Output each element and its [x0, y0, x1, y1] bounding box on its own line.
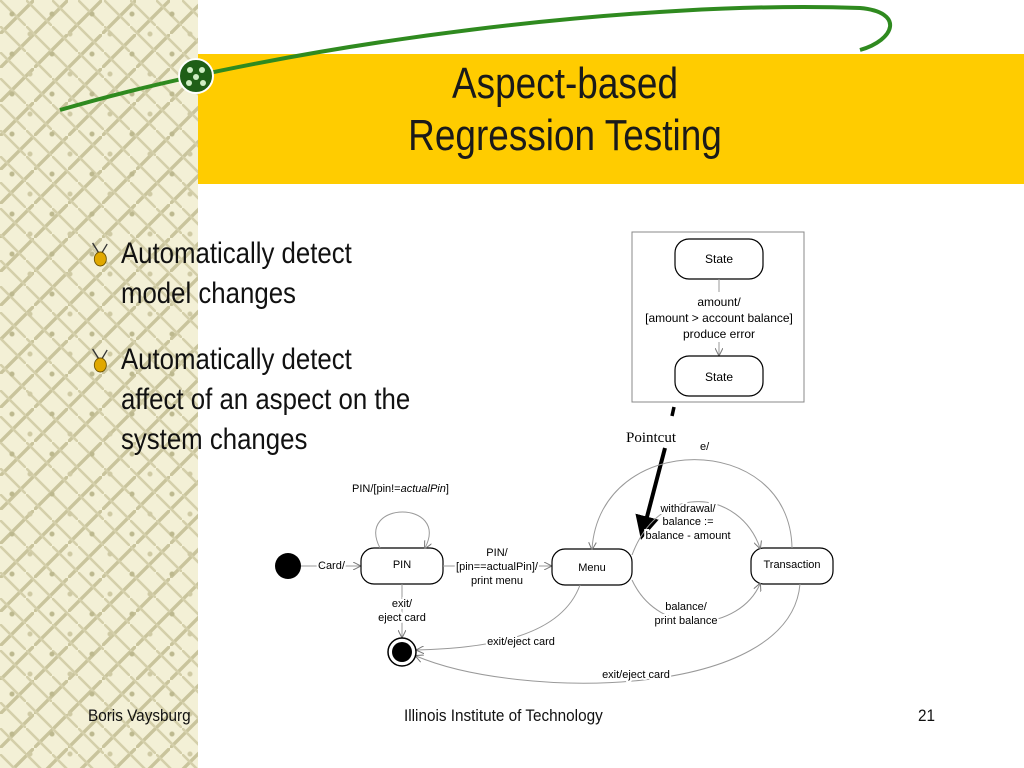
bullet-line: Automatically detect: [120, 343, 352, 376]
pointcut-label: Pointcut: [626, 430, 677, 446]
footer-institution: Illinois Institute of Technology: [404, 706, 603, 725]
exit-line: exit/: [392, 598, 413, 610]
pin-ok-line: print menu: [471, 575, 523, 587]
exit-line: eject card: [378, 612, 426, 624]
withdrawal-line: balance - amount: [646, 530, 731, 542]
bullet-line: system changes: [120, 423, 308, 456]
title-line-1: Aspect-based: [451, 59, 679, 108]
withdrawal-line: withdrawal/: [659, 503, 716, 515]
page-number: 21: [918, 706, 936, 725]
bullet-icon: [92, 348, 108, 373]
e-transition-label: e/: [700, 441, 710, 453]
bullet-line: affect of an aspect on the: [120, 383, 411, 416]
pin-ok-line: [pin==actualPin]/: [456, 561, 539, 573]
transaction-exit-label: exit/eject card: [602, 669, 670, 681]
aspect-transition-line: amount/: [697, 295, 741, 309]
state-node-bottom: [674, 355, 764, 397]
bullet-icon: [92, 242, 108, 267]
menu-exit-label: exit/eject card: [487, 636, 555, 648]
footer-author: Boris Vaysburg: [88, 706, 191, 725]
transaction-state-label: Transaction: [763, 559, 820, 571]
pointcut-arrow: [635, 447, 667, 540]
pin-ok-line: PIN/: [486, 547, 508, 559]
slide-title: Aspect-based Regression Testing: [342, 58, 787, 162]
balance-line: print balance: [655, 615, 718, 627]
card-transition-label: Card/: [318, 560, 346, 572]
state-top-label: State: [705, 252, 733, 266]
aspect-transition-line: produce error: [683, 327, 755, 341]
initial-state: [275, 553, 301, 579]
state-bottom-label: State: [705, 370, 733, 384]
title-line-2: Regression Testing: [408, 111, 722, 160]
menu-state-label: Menu: [578, 562, 606, 574]
pin-loop-label: PIN/[pin!=actualPin]: [352, 483, 449, 495]
title-band: [198, 54, 1024, 184]
aspect-transition-line: [amount > account balance]: [645, 311, 793, 325]
bullet-line: model changes: [120, 277, 296, 310]
balance-line: balance/: [665, 601, 708, 613]
decorative-sidebar-pattern: [0, 0, 198, 768]
withdrawal-line: balance :=: [662, 516, 713, 528]
pin-state-label: PIN: [393, 559, 411, 571]
bullet-line: Automatically detect: [120, 237, 352, 270]
